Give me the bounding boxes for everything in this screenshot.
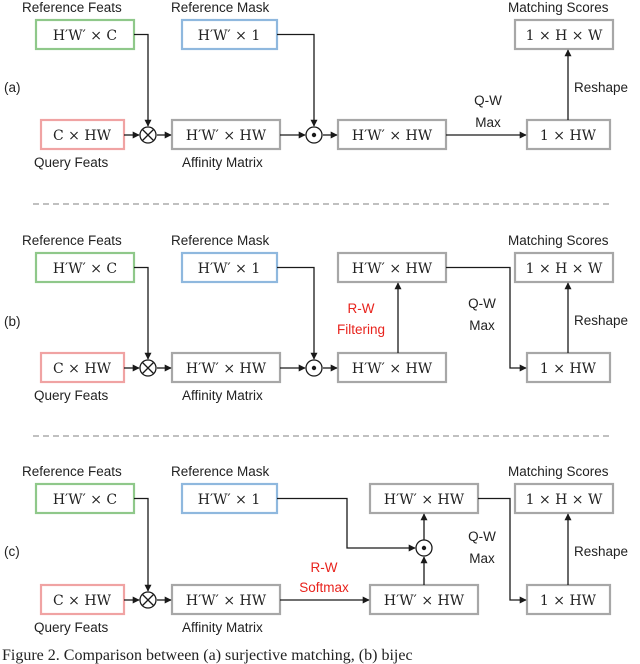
rw-label: R-W [348,301,375,316]
ref-feats-box [34,251,136,284]
matching-scores-box [513,482,615,515]
matching-scores-dim: 1 × H × W [526,28,603,44]
ref-mask-box [180,18,279,51]
reshape-label: Reshape [574,313,628,328]
qw-label: Q-W [468,296,496,311]
ref-mask-box [180,482,279,515]
query-feats-label: Query Feats [34,620,109,635]
ref-feats-box [34,482,136,515]
panel-c-label: (c) [4,544,20,559]
max-label: Max [475,115,501,130]
affinity-matrix-dim: H′W′ × HW [186,361,267,377]
affinity-matrix-label: Affinity Matrix [182,388,263,403]
matching-scores-label: Matching Scores [508,233,609,248]
panel-b: (b) Reference Feats Reference Mask Match… [4,233,628,403]
ref-mask-dim: H′W′ × 1 [198,261,261,277]
masked-affinity-box [336,118,448,151]
ref-mask-dim: H′W′ × 1 [198,492,261,508]
ref-feats-dim: H′W′ × C [53,492,117,508]
softmax-affinity-dim: H′W′ × HW [384,593,465,609]
reference-feats-label: Reference Feats [22,464,122,479]
ref-mask-dim: H′W′ × 1 [198,28,261,44]
reference-mask-label: Reference Mask [171,0,270,15]
filtering-label: Filtering [337,322,385,337]
matching-scores-box [513,251,615,284]
reference-feats-label: Reference Feats [22,0,122,15]
masked-softmax-dim: H′W′ × HW [384,492,465,508]
reshape-label: Reshape [574,544,628,559]
affinity-matrix-label: Affinity Matrix [182,155,263,170]
affinity-matrix-label: Affinity Matrix [182,620,263,635]
panel-c: (c) Reference Feats Reference Mask Match… [4,464,628,635]
affinity-matrix-dim: H′W′ × HW [186,128,267,144]
qw-label: Q-W [468,529,496,544]
matching-scores-box [513,18,615,51]
query-feats-dim: C × HW [53,361,112,377]
matching-scores-dim: 1 × H × W [526,492,603,508]
affinity-matrix-box [170,118,282,151]
filtered-affinity-dim: H′W′ × HW [352,261,433,277]
query-feats-dim: C × HW [53,128,112,144]
rw-label: R-W [311,560,338,575]
figure-caption: Figure 2. Comparison between (a) surject… [2,647,413,664]
reshape-label: Reshape [574,80,628,95]
reference-mask-label: Reference Mask [171,464,270,479]
panel-b-label: (b) [4,314,21,329]
masked-affinity-dim: H′W′ × HW [352,128,433,144]
query-feats-label: Query Feats [34,388,109,403]
score-vector-box [525,583,612,616]
matching-scores-label: Matching Scores [508,464,609,479]
matching-scores-label: Matching Scores [508,0,609,15]
query-feats-label: Query Feats [34,155,109,170]
ref-feats-dim: H′W′ × C [53,261,117,277]
ref-feats-box [34,18,136,51]
ref-mask-box [180,251,279,284]
panel-a-label: (a) [4,80,21,95]
score-vector-dim: 1 × HW [540,593,597,609]
masked-affinity-dim: H′W′ × HW [352,361,433,377]
affinity-matrix-dim: H′W′ × HW [186,593,267,609]
masked-affinity-box [336,351,448,384]
ref-feats-dim: H′W′ × C [53,28,117,44]
score-vector-dim: 1 × HW [540,361,597,377]
reference-feats-label: Reference Feats [22,233,122,248]
reference-mask-label: Reference Mask [171,233,270,248]
qw-label: Q-W [474,93,502,108]
max-label: Max [469,318,495,333]
softmax-label: Softmax [299,580,349,595]
score-vector-dim: 1 × HW [540,128,597,144]
max-label: Max [469,551,495,566]
filtered-affinity-box [336,251,448,284]
score-vector-box [525,118,612,151]
query-feats-dim: C × HW [53,593,112,609]
panel-a: (a) Reference Feats Reference Mask Match… [4,0,628,170]
matching-scores-dim: 1 × H × W [526,261,603,277]
